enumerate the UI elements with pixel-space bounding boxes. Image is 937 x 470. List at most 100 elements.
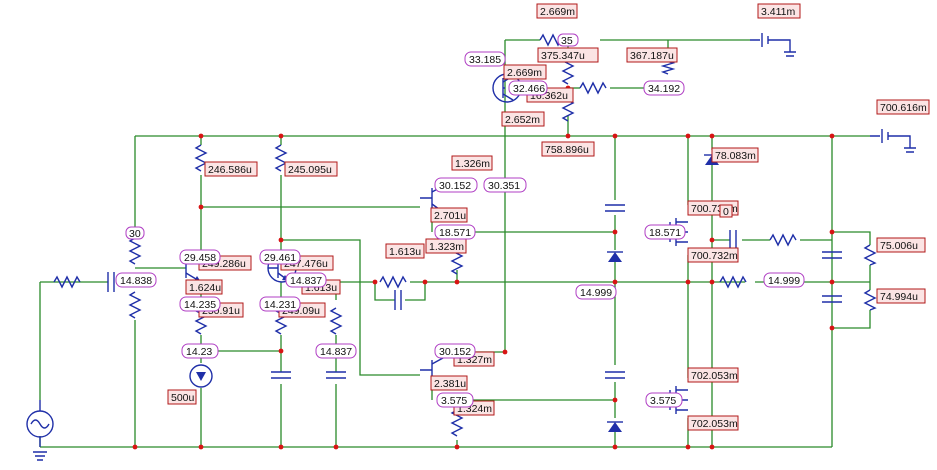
voltage-label: 3.575 bbox=[436, 392, 474, 408]
current-label: 702.053m bbox=[687, 367, 739, 383]
current-label: 700.732m bbox=[687, 247, 739, 263]
collector-resistor-2 bbox=[274, 144, 288, 172]
zener-diode-2-icon bbox=[607, 421, 623, 432]
svg-text:1.323m: 1.323m bbox=[429, 241, 464, 253]
svg-text:0: 0 bbox=[723, 206, 729, 218]
output-coupling-capacitor bbox=[729, 230, 737, 250]
svg-text:78.083m: 78.083m bbox=[715, 150, 756, 162]
svg-text:14.837: 14.837 bbox=[320, 346, 352, 358]
bias-resistor-bottom bbox=[128, 291, 142, 319]
voltage-label: 14.837 bbox=[315, 343, 357, 359]
svg-text:30.152: 30.152 bbox=[439, 346, 471, 358]
svg-text:700.616m: 700.616m bbox=[880, 102, 927, 114]
svg-text:74.994u: 74.994u bbox=[880, 291, 918, 303]
current-label: 2.381u bbox=[430, 375, 468, 391]
input-capacitor bbox=[107, 272, 115, 292]
voltage-label: 30.152 bbox=[434, 177, 478, 193]
output-series-resistor bbox=[719, 275, 747, 289]
current-label: 246.586u bbox=[204, 161, 258, 177]
svg-text:30.152: 30.152 bbox=[439, 180, 471, 192]
top-resistor-3 bbox=[579, 81, 607, 95]
input-resistor bbox=[53, 275, 81, 289]
rail-resistor-1 bbox=[863, 244, 877, 266]
output-capacitor-2 bbox=[605, 371, 625, 379]
svg-text:34.192: 34.192 bbox=[648, 83, 680, 95]
emitter-resistor-3 bbox=[329, 307, 343, 335]
voltage-label: 30 bbox=[125, 226, 145, 240]
svg-text:14.231: 14.231 bbox=[264, 299, 296, 311]
current-label: 1.323m bbox=[425, 238, 467, 254]
dc-source-right-icon bbox=[870, 129, 916, 153]
svg-text:29.458: 29.458 bbox=[184, 252, 216, 264]
svg-text:14.837: 14.837 bbox=[290, 275, 322, 287]
svg-text:75.006u: 75.006u bbox=[880, 240, 918, 252]
bypass-capacitor-1 bbox=[271, 371, 291, 379]
current-label: 0 bbox=[719, 204, 733, 218]
svg-text:14.999: 14.999 bbox=[768, 275, 800, 287]
voltage-label: 14.235 bbox=[179, 296, 221, 312]
voltage-label: 3.575 bbox=[645, 392, 683, 408]
svg-text:3.575: 3.575 bbox=[650, 395, 676, 407]
current-label: 74.994u bbox=[876, 288, 926, 304]
voltage-label: 35 bbox=[557, 33, 579, 47]
rail-resistor-2 bbox=[863, 289, 877, 311]
svg-text:18.571: 18.571 bbox=[649, 227, 681, 239]
svg-text:500u: 500u bbox=[171, 392, 195, 404]
current-label: 2.652m bbox=[501, 111, 545, 127]
feedback-capacitor bbox=[394, 290, 402, 310]
current-label: 2.701u bbox=[430, 207, 468, 223]
svg-text:702.053m: 702.053m bbox=[691, 370, 738, 382]
current-label: 1.613u bbox=[385, 243, 425, 259]
svg-text:2.701u: 2.701u bbox=[434, 210, 466, 222]
voltage-label: 32.466 bbox=[508, 80, 548, 96]
svg-text:245.095u: 245.095u bbox=[288, 164, 332, 176]
voltage-label: 14.999 bbox=[575, 284, 617, 300]
current-source-icon bbox=[189, 364, 213, 388]
current-label: 2.669m bbox=[536, 3, 578, 19]
voltage-label: 29.461 bbox=[259, 249, 301, 265]
svg-text:30.351: 30.351 bbox=[488, 180, 520, 192]
svg-text:14.23: 14.23 bbox=[186, 346, 212, 358]
current-label: 758.896u bbox=[541, 141, 595, 157]
output-load-resistor bbox=[769, 233, 797, 247]
svg-text:3.575: 3.575 bbox=[441, 395, 467, 407]
driver-resistor-2 bbox=[450, 409, 464, 437]
svg-text:2.381u: 2.381u bbox=[434, 378, 466, 390]
svg-text:367.187u: 367.187u bbox=[630, 50, 674, 62]
current-label: 1.624u bbox=[185, 279, 223, 295]
voltage-label: 18.571 bbox=[434, 224, 476, 240]
voltage-label: 14.23 bbox=[181, 343, 219, 359]
rail-capacitor-1 bbox=[822, 251, 842, 259]
current-label: 2.669m bbox=[503, 64, 547, 80]
output-capacitor-1 bbox=[605, 204, 625, 212]
collector-resistor-1 bbox=[194, 144, 208, 172]
voltage-label: 33.185 bbox=[464, 51, 506, 67]
feedback-resistor bbox=[379, 275, 407, 289]
svg-text:1.613u: 1.613u bbox=[389, 246, 421, 258]
svg-text:18.571: 18.571 bbox=[439, 227, 471, 239]
current-label: 702.053m bbox=[687, 415, 739, 431]
dc-source-top-icon bbox=[750, 33, 796, 57]
svg-text:32.466: 32.466 bbox=[513, 83, 545, 95]
svg-text:2.669m: 2.669m bbox=[540, 6, 575, 18]
svg-text:14.235: 14.235 bbox=[184, 299, 216, 311]
current-label: 500u bbox=[167, 389, 197, 405]
svg-text:758.896u: 758.896u bbox=[545, 144, 589, 156]
rail-capacitor-2 bbox=[822, 295, 842, 303]
svg-text:1.326m: 1.326m bbox=[455, 158, 490, 170]
svg-text:29.461: 29.461 bbox=[264, 252, 296, 264]
zener-diode-1-icon bbox=[607, 251, 623, 262]
svg-text:1.624u: 1.624u bbox=[189, 282, 221, 294]
current-label: 3.411m bbox=[757, 3, 801, 19]
svg-text:700.732m: 700.732m bbox=[691, 250, 738, 262]
current-label: 367.187u bbox=[626, 47, 678, 63]
current-label: 75.006u bbox=[876, 237, 926, 253]
bypass-capacitor-2 bbox=[326, 371, 346, 379]
value-labels: 2.669m 3.411m 375.347u 367.187u 2.669m 1… bbox=[115, 3, 930, 431]
voltage-label: 14.837 bbox=[285, 272, 327, 288]
voltage-label: 29.458 bbox=[179, 249, 221, 265]
current-label: 78.083m bbox=[711, 147, 759, 163]
current-label: 700.616m bbox=[876, 99, 930, 115]
voltage-label: 30.152 bbox=[434, 343, 476, 359]
